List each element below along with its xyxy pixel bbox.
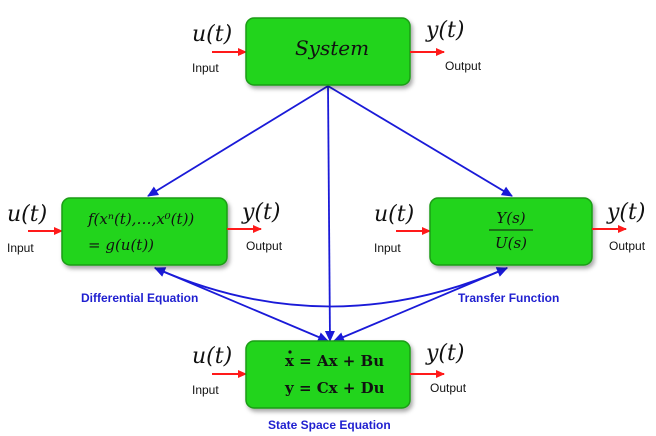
transfer-input-symbol: u(t)	[374, 202, 414, 227]
transfer-caption: Transfer Function	[458, 291, 559, 305]
state-space-output-symbol: y(t)	[425, 341, 464, 366]
transfer-output-caption: Output	[609, 239, 646, 253]
state-derivative-dot	[288, 350, 292, 354]
system-output-caption: Output	[445, 59, 482, 73]
differential-equation-line2: = g(u(t))	[88, 236, 154, 254]
system-output-symbol: y(t)	[425, 18, 464, 43]
state-space-output-caption: Output	[430, 381, 467, 395]
differential-block: u(t) Input f(xⁿ(t),…,x⁰(t)) = g(u(t)) y(…	[7, 197, 283, 305]
state-space-input-symbol: u(t)	[192, 344, 232, 369]
differential-caption: Differential Equation	[81, 291, 198, 305]
differential-box	[61, 197, 228, 266]
differential-equation-line1: f(xⁿ(t),…,x⁰(t))	[87, 210, 194, 228]
transfer-block: u(t) Input Y(s) U(s) y(t) Output Transfe…	[374, 197, 646, 305]
differential-input-caption: Input	[7, 241, 34, 255]
differential-output-symbol: y(t)	[241, 200, 280, 225]
arrow-system-to-differential	[147, 85, 329, 197]
system-input-caption: Input	[192, 61, 219, 75]
system-input-symbol: u(t)	[192, 22, 232, 47]
differential-output-caption: Output	[246, 239, 283, 253]
transfer-output-symbol: y(t)	[606, 200, 645, 225]
arrow-differential-to-transfer	[154, 267, 508, 308]
state-space-input-caption: Input	[192, 383, 219, 397]
transfer-input-caption: Input	[374, 241, 401, 255]
transfer-box	[429, 197, 593, 266]
state-space-equation-line2: y = Cx + Du	[284, 379, 385, 397]
arrow-system-to-state-space	[324, 85, 335, 342]
state-space-block: u(t) Input x = Ax + Bu y = Cx + Du y(t) …	[192, 340, 467, 432]
differential-input-symbol: u(t)	[7, 202, 47, 227]
state-space-caption: State Space Equation	[268, 418, 391, 432]
transfer-denominator: U(s)	[495, 234, 527, 252]
system-label: System	[295, 36, 369, 60]
arrow-system-to-transfer	[327, 85, 513, 197]
transfer-numerator: Y(s)	[496, 209, 525, 227]
blue-connectors	[147, 85, 513, 342]
state-space-equation-line1: x = Ax + Bu	[285, 352, 384, 370]
system-block: u(t) Input System y(t) Output	[192, 17, 482, 86]
